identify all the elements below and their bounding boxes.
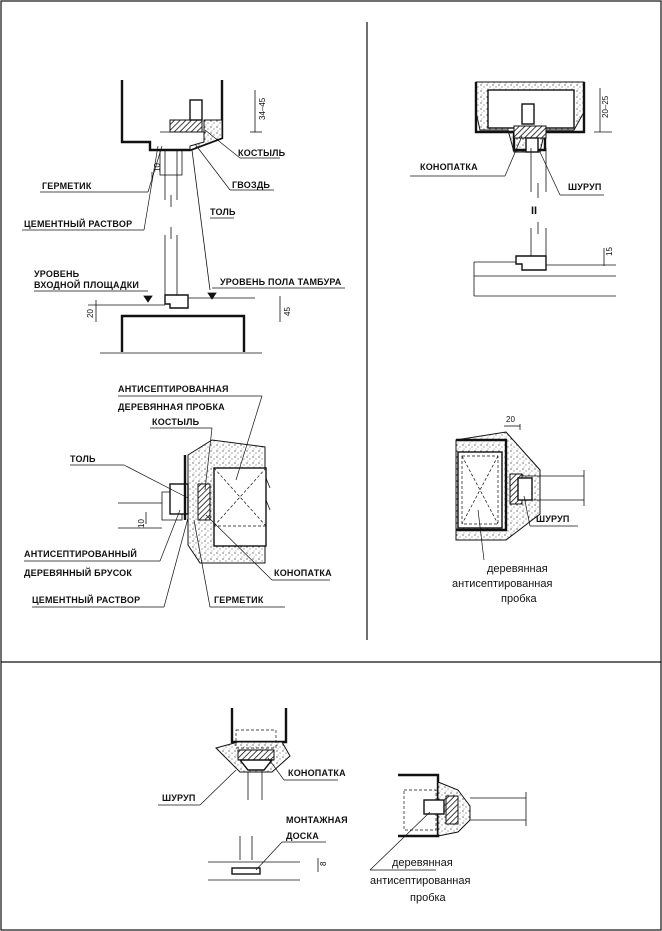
label-anti-probka-2: ДЕРЕВЯННАЯ ПРОБКА	[118, 402, 225, 412]
dim-b-top: 20–25	[601, 95, 610, 118]
panel-c-section	[208, 708, 300, 881]
label-anti-brusok-1: АНТИСЕПТИРОВАННЫЙ	[24, 548, 137, 559]
label-konopatka-b: КОНОПАТКА	[420, 162, 478, 172]
label-kostyl-plan-a: КОСТЫЛЬ	[152, 417, 200, 427]
dim-b-threshold: 15	[605, 247, 614, 256]
label-probka-b-3: пробка	[501, 593, 538, 605]
label-cement-a: ЦЕМЕНТНЫЙ РАСТВОР	[24, 218, 132, 229]
label-uroven-vhod-2: ВХОДНОЙ ПЛОЩАДКИ	[34, 279, 139, 290]
label-probka-c-2: антисептированная	[370, 875, 470, 887]
dim-a-plan-gap: 10	[137, 519, 146, 528]
dim-a-floor: 45	[283, 307, 292, 316]
label-uroven-vhod-1: УРОВЕНЬ	[34, 269, 80, 279]
label-probka-c-1: деревянная	[392, 857, 453, 869]
label-konopatka-a: КОНОПАТКА	[274, 568, 332, 578]
label-shurup-c: ШУРУП	[162, 793, 196, 803]
dim-c-board: 8	[319, 861, 328, 866]
label-montazh-1: МОНТАЖНАЯ	[286, 815, 348, 825]
dim-a-gap: 10	[153, 163, 162, 172]
dim-a-step: 20	[86, 309, 95, 318]
label-roman-ii: II	[531, 205, 537, 217]
label-shurup-b: ШУРУП	[568, 182, 602, 192]
panel-c-plan	[398, 773, 527, 838]
dim-b-plan-top: 20	[506, 415, 515, 424]
panel-b-section-labels: КОНОПАТКА ШУРУП 20–25 15	[410, 88, 614, 266]
label-gvozd: ГВОЗДЬ	[232, 180, 270, 190]
label-anti-brusok-2: ДЕРЕВЯННЫЙ БРУСОК	[24, 567, 132, 578]
label-konopatka-c: КОНОПАТКА	[288, 768, 346, 778]
dim-a-top: 34–45	[258, 97, 267, 120]
panel-a-section	[88, 80, 262, 354]
panel-a-plan-labels: АНТИСЕПТИРОВАННАЯ ДЕРЕВЯННАЯ ПРОБКА КОСТ…	[24, 384, 332, 608]
panel-c-plan-labels: деревянная антисептированная пробка	[369, 811, 470, 904]
label-germetik-plan-a: ГЕРМЕТИК	[214, 595, 264, 605]
label-probka-c-3: пробка	[410, 892, 447, 904]
label-montazh-2: ДОСКА	[286, 831, 319, 841]
panel-a-plan	[118, 439, 271, 564]
label-tol-plan-a: ТОЛЬ	[70, 454, 96, 464]
label-shurup-b-plan: ШУРУП	[536, 514, 570, 524]
label-uroven-pola: УРОВЕНЬ ПОЛА ТАМБУРА	[220, 277, 342, 287]
label-probka-b-2: антисептированная	[452, 578, 552, 590]
label-anti-probka-1: АНТИСЕПТИРОВАННАЯ	[118, 384, 229, 394]
panel-c-section-labels: ШУРУП КОНОПАТКА МОНТАЖНАЯ ДОСКА 8	[158, 757, 348, 872]
label-probka-b-1: деревянная	[487, 563, 548, 575]
label-tol-a: ТОЛЬ	[210, 207, 236, 217]
label-cement-plan-a: ЦЕМЕНТНЫЙ РАСТВОР	[32, 594, 140, 605]
panel-b-plan-labels: ШУРУП деревянная антисептированная пробк…	[452, 495, 578, 605]
panel-a-section-labels: КОСТЫЛЬ ГВОЗДЬ ГЕРМЕТИК ЦЕМЕНТНЫЙ РАСТВО…	[22, 90, 345, 322]
label-germetik-a: ГЕРМЕТИК	[42, 181, 92, 191]
panel-b-section: II	[473, 81, 616, 297]
label-kostyl-a: КОСТЫЛЬ	[238, 148, 286, 158]
